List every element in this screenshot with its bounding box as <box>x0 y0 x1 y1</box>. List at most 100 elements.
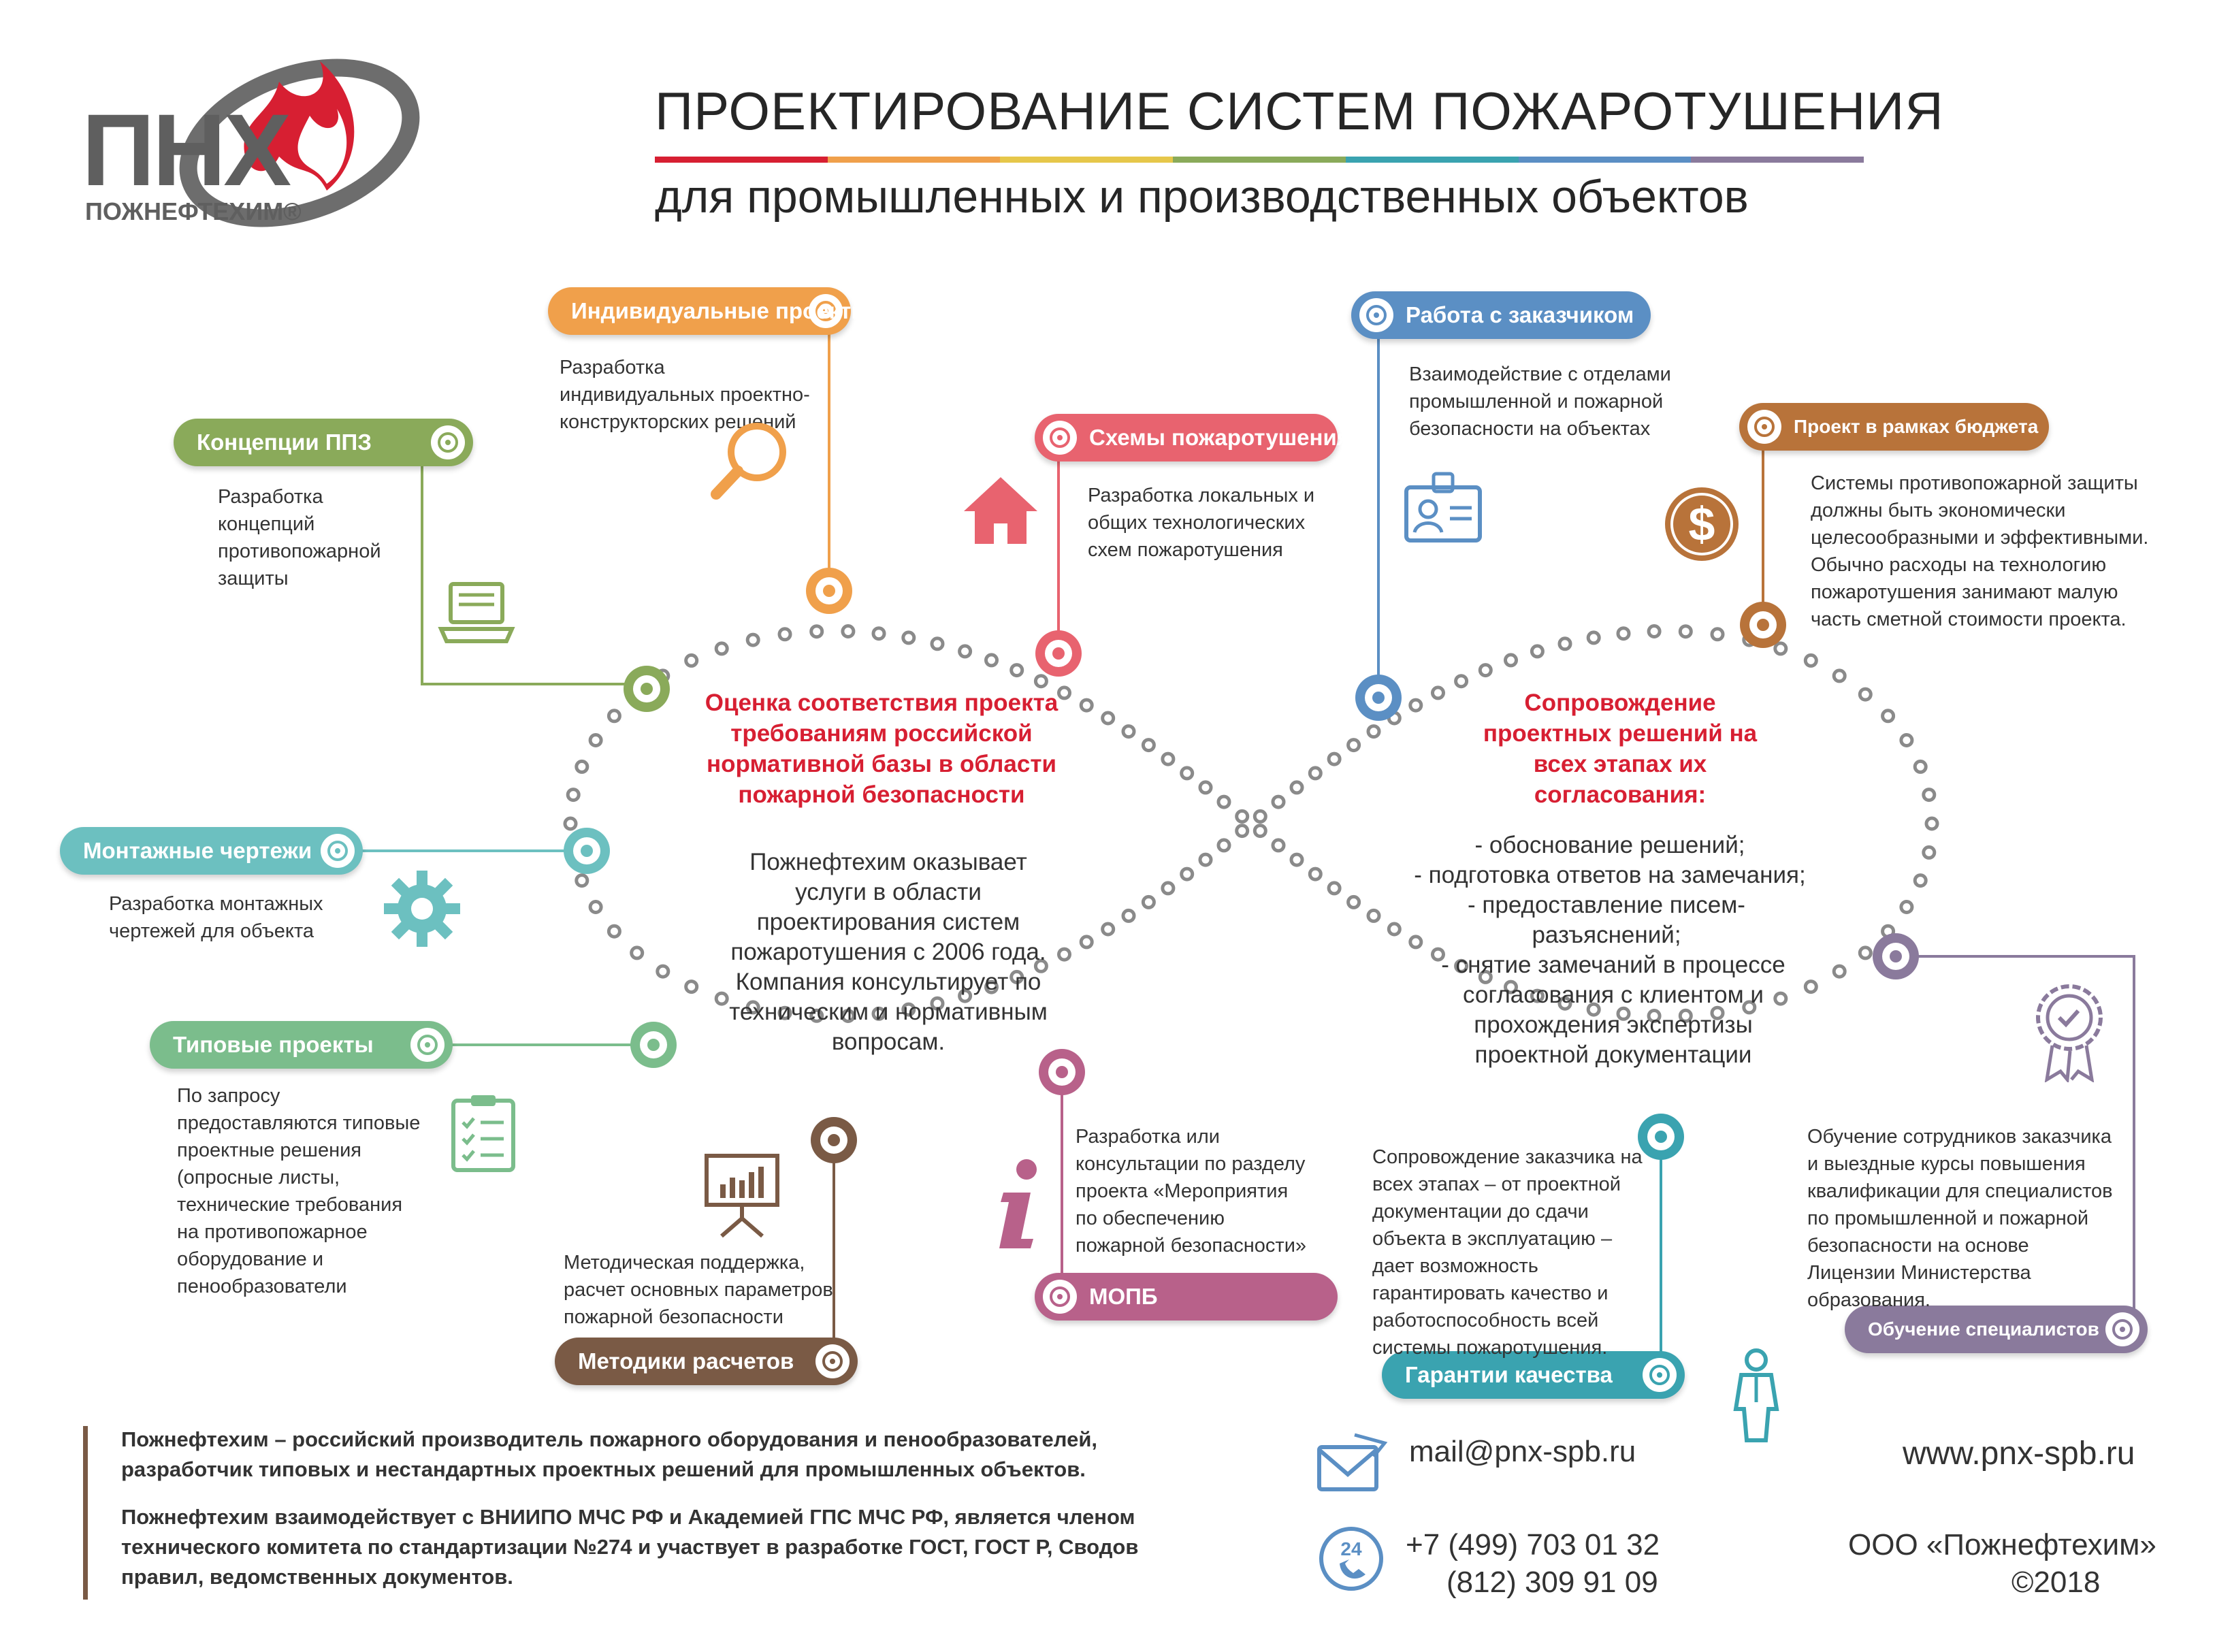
loop-dot <box>1913 759 1928 774</box>
target-icon <box>321 834 355 868</box>
loop-dot <box>1616 626 1631 641</box>
info-icon <box>999 1159 1037 1248</box>
loop-dot <box>1710 627 1725 642</box>
node-ring-core <box>581 845 593 857</box>
loop-dot <box>1079 935 1094 950</box>
loop-dot <box>1346 894 1361 909</box>
loop-dot <box>1678 1008 1693 1023</box>
loop-dot <box>841 624 856 638</box>
loop-dot <box>1924 816 1939 831</box>
loop-dot <box>1454 674 1469 689</box>
loop-dot <box>1504 653 1518 668</box>
loop-dot <box>1161 751 1176 766</box>
pill-label: Работа с заказчиком <box>1406 302 1634 327</box>
loop-dot <box>777 1005 792 1020</box>
node-text-typical: По запросу предоставляются типовые проек… <box>177 1085 421 1297</box>
pill-budget: Проект в рамках бюджета <box>1739 403 2049 451</box>
loop-dot <box>1121 908 1136 923</box>
loop-dot <box>958 644 973 659</box>
copyright: ©2018 <box>2011 1566 2101 1599</box>
pill-schemes: Схемы пожаротушения <box>1035 414 1350 461</box>
loop-dot <box>1881 709 1896 724</box>
loop-dot <box>745 1000 760 1015</box>
center-right-heading: Сопровождение проектных решений на всех … <box>1483 690 1758 808</box>
loop-dot <box>1773 991 1788 1006</box>
node-ring-core <box>828 1134 840 1146</box>
loop-dot <box>1180 867 1195 881</box>
pill-mopb: МОПБ <box>1035 1273 1338 1321</box>
loop-dot <box>1431 947 1445 962</box>
loop-dot <box>684 979 699 994</box>
connector-line <box>421 465 647 685</box>
loop-dot <box>1742 1000 1757 1015</box>
loop-dot <box>1009 969 1024 984</box>
loop-dot <box>563 816 578 831</box>
loop-dot <box>1101 922 1116 937</box>
phone-2[interactable]: (812) 309 91 09 <box>1447 1566 1658 1599</box>
pill-label: Схемы пожаротушения <box>1089 425 1351 450</box>
loop-dot <box>1271 838 1286 853</box>
loop-dot <box>607 709 621 724</box>
loop-dot <box>871 626 886 641</box>
company-logo <box>179 59 420 227</box>
loop-dot <box>1913 873 1928 888</box>
pill-label: Индивидуальные проекты <box>571 298 871 323</box>
loop-dot <box>1366 724 1381 739</box>
loop-dot <box>1586 1002 1601 1017</box>
loop-dot <box>1832 668 1847 683</box>
website-link[interactable]: www.pnx-spb.ru <box>1903 1436 2135 1472</box>
node-text-budget: Системы противопожарной защиты должны бы… <box>1811 472 2149 630</box>
pill-concepts: Концепции ППЗ <box>174 419 473 466</box>
loop-dot <box>1557 996 1572 1011</box>
target-icon <box>815 1344 850 1378</box>
target-icon <box>431 425 465 459</box>
node-ring-core <box>1655 1131 1667 1143</box>
loop-dot <box>1327 881 1342 896</box>
node-ring-core <box>641 683 653 695</box>
loop-dot <box>1530 988 1545 1003</box>
loop-dot <box>930 996 945 1011</box>
center-right-item: - снятие замечаний в процессе согласован… <box>1441 952 1785 1068</box>
loop-dot <box>1346 738 1361 753</box>
loop-dot <box>1057 947 1071 962</box>
loop-dot <box>1033 674 1048 689</box>
target-icon <box>1043 1280 1077 1314</box>
pill-methods: Методики расчетов <box>555 1338 858 1385</box>
email-icon <box>1317 1433 1388 1491</box>
phone-24-icon: 24 <box>1319 1527 1383 1591</box>
laptop-icon <box>438 582 515 643</box>
loop-dot <box>1922 788 1937 803</box>
pill-training: Обучение специалистов <box>1845 1306 2148 1353</box>
email-link[interactable]: mail@pnx-spb.ru <box>1409 1435 1636 1468</box>
pill-label: Методики расчетов <box>578 1348 794 1374</box>
pill-label: Гарантии качества <box>1405 1362 1613 1387</box>
loop-dot <box>1079 698 1094 713</box>
footer-accent-bar <box>83 1426 88 1600</box>
node-ring-core <box>1372 692 1385 704</box>
node-text-concepts: Разработка концепций противопожарной защ… <box>218 486 381 589</box>
loop-dot <box>1454 958 1469 973</box>
phone-1[interactable]: +7 (499) 703 01 32 <box>1406 1528 1660 1561</box>
loop-dot <box>1216 838 1231 853</box>
loop-dot <box>1308 766 1323 781</box>
loop-dot <box>575 873 589 888</box>
pill-typical: Типовые проекты <box>150 1021 453 1069</box>
target-icon <box>809 294 843 328</box>
loop-dot <box>958 988 973 1003</box>
loop-dot <box>1478 663 1493 678</box>
loop-dot <box>1235 824 1250 839</box>
loop-dot <box>1033 958 1048 973</box>
node-text-methods: Методическая поддержка, расчет основных … <box>564 1252 833 1328</box>
loop-dot <box>1803 979 1818 994</box>
svg-text:$: $ <box>1689 498 1715 551</box>
loop-dot <box>1289 852 1304 867</box>
target-icon <box>410 1028 445 1062</box>
pill-label: Монтажные чертежи <box>83 838 312 863</box>
pill-quality: Гарантии качества <box>1382 1351 1685 1399</box>
loop-dot <box>1557 636 1572 651</box>
loop-dot <box>901 1002 916 1017</box>
loop-dot <box>809 1008 824 1023</box>
loop-dot <box>588 900 603 914</box>
loop-dot <box>1141 738 1156 753</box>
loop-dot <box>1803 653 1818 668</box>
